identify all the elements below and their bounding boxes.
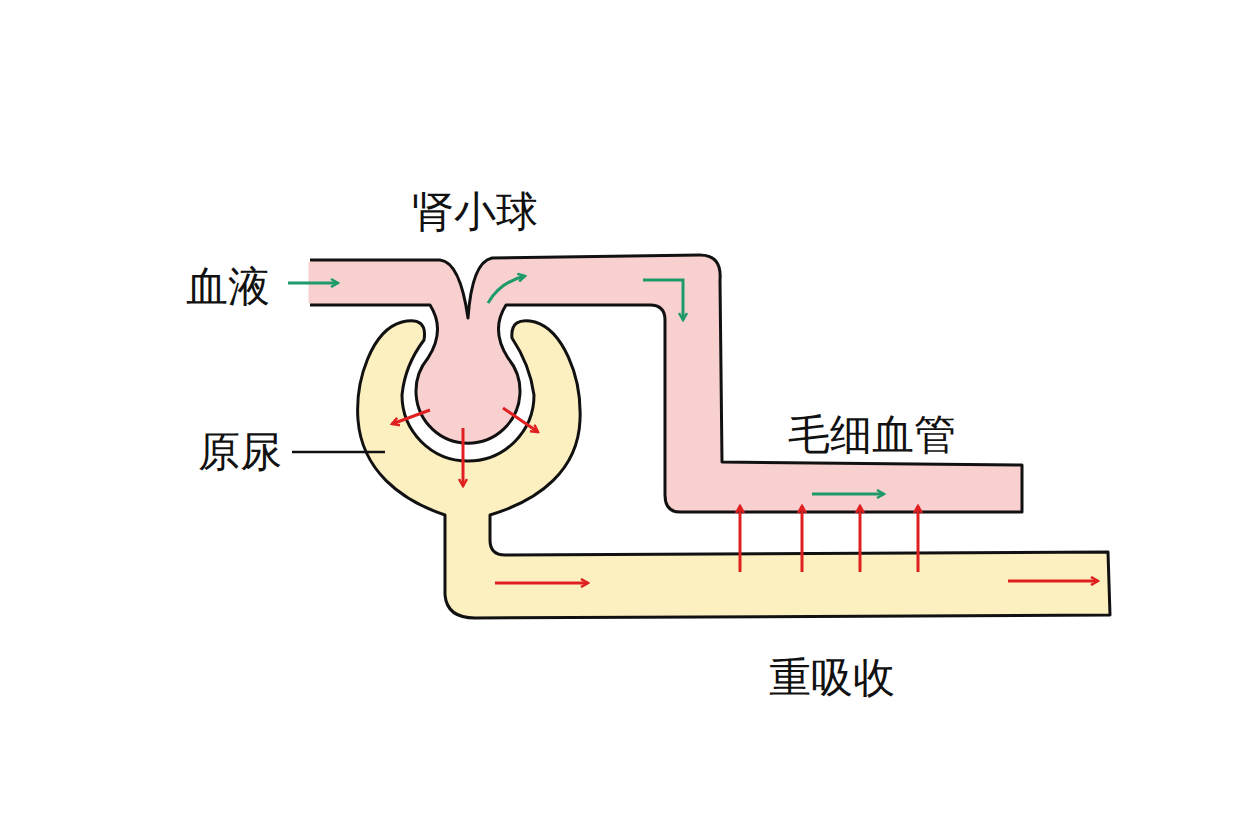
blood-vessel (310, 255, 1022, 512)
diagram-label: 血液 (186, 264, 270, 310)
filtration-arrows (392, 408, 1098, 583)
diagram-label: 肾小球 (412, 189, 538, 235)
leader-line (292, 451, 385, 454)
blood-flow-arrows (288, 276, 884, 494)
diagram-label: 毛细血管 (788, 412, 956, 458)
diagram-label: 原尿 (198, 429, 282, 475)
diagram-label: 重吸收 (769, 655, 895, 701)
